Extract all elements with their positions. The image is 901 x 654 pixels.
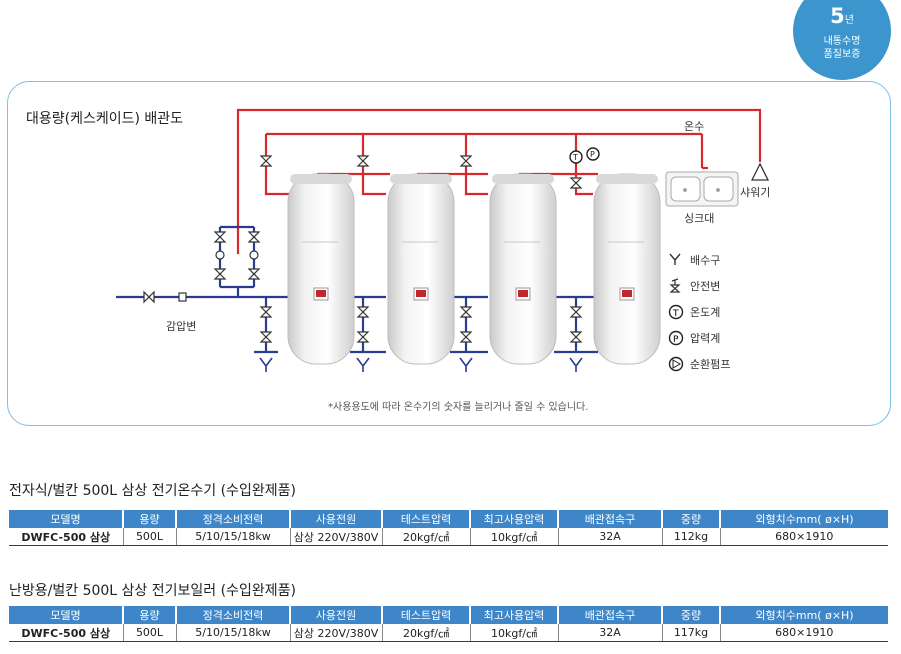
header-cell: 최고사용압력 xyxy=(470,606,559,624)
hot-valves xyxy=(259,155,583,189)
table-row: DWFC-500 삼상 500L 5/10/15/18kw 삼상 220V/38… xyxy=(9,528,888,546)
tank-4 xyxy=(593,173,661,365)
drain-outlets xyxy=(259,357,583,372)
table-cell: 20kgf/㎠ xyxy=(382,528,471,546)
piping-diagram-panel: 대용량(케스케이드) 배관도 xyxy=(7,81,891,426)
table-cell: 117kg xyxy=(662,624,721,642)
gauges xyxy=(569,147,600,178)
header-cell: 모델명 xyxy=(9,606,124,624)
hot-water-label: 온수 xyxy=(684,120,705,133)
legend-thermometer: T 온도계 xyxy=(668,304,720,320)
header-cell: 모델명 xyxy=(9,510,124,528)
badge-line2: 품질보증 xyxy=(823,49,861,60)
cold-valves xyxy=(143,231,583,343)
table-cell: 680×1910 xyxy=(720,624,888,642)
header-cell: 사용전원 xyxy=(290,510,383,528)
header-cell: 외형치수mm( ø×H) xyxy=(720,510,888,528)
sink-label: 싱크대 xyxy=(684,212,715,225)
table-cell: 32A xyxy=(558,624,663,642)
svg-text:T: T xyxy=(672,309,679,319)
header-cell: 배관접속구 xyxy=(558,606,663,624)
piping-diagram: T P xyxy=(116,108,770,372)
shower-icon xyxy=(750,162,770,181)
drain-icon xyxy=(668,252,684,268)
header-cell: 최고사용압력 xyxy=(470,510,559,528)
table-cell: DWFC-500 삼상 xyxy=(9,528,124,546)
header-cell: 사용전원 xyxy=(290,606,383,624)
table-cell: 삼상 220V/380V xyxy=(290,528,383,546)
badge-line1: 내통수명 xyxy=(823,36,861,47)
table-cell: DWFC-500 삼상 xyxy=(9,624,124,642)
header-cell: 테스트압력 xyxy=(382,606,471,624)
safety-valve-icon xyxy=(668,278,684,294)
header-cell: 정격소비전력 xyxy=(176,606,291,624)
header-cell: 중량 xyxy=(662,606,721,624)
header-cell: 배관접속구 xyxy=(558,510,663,528)
tank-2 xyxy=(387,173,455,365)
pressure-valve-label: 감압변 xyxy=(166,320,197,333)
water-heater-tanks xyxy=(287,173,661,365)
pressure-mark: P xyxy=(590,150,595,159)
badge-number: 5년 xyxy=(830,4,854,28)
spec-table-2: 모델명 용량 정격소비전력 사용전원 테스트압력 최고사용압력 배관접속구 중량… xyxy=(9,606,888,642)
table-cell: 5/10/15/18kw xyxy=(176,528,291,546)
legend-safety-valve: 안전변 xyxy=(668,278,720,294)
table1-title: 전자식/벌칸 500L 삼상 전기온수기 (수입완제품) xyxy=(9,483,296,499)
legend-drain: 배수구 xyxy=(668,252,720,268)
pressure-gauge-icon: P xyxy=(668,330,684,346)
table-cell: 500L xyxy=(123,528,177,546)
header-cell: 용량 xyxy=(123,606,177,624)
table-header-row: 모델명 용량 정격소비전력 사용전원 테스트압력 최고사용압력 배관접속구 중량… xyxy=(9,510,888,528)
tank-3 xyxy=(489,173,557,365)
header-cell: 용량 xyxy=(123,510,177,528)
spec-table-1: 모델명 용량 정격소비전력 사용전원 테스트압력 최고사용압력 배관접속구 중량… xyxy=(9,510,888,546)
table-cell: 삼상 220V/380V xyxy=(290,624,383,642)
table-cell: 20kgf/㎠ xyxy=(382,624,471,642)
circulation-pump-icon xyxy=(668,356,684,372)
table-cell: 500L xyxy=(123,624,177,642)
diagram-title: 대용량(케스케이드) 배관도 xyxy=(26,111,184,127)
header-cell: 중량 xyxy=(662,510,721,528)
header-cell: 테스트압력 xyxy=(382,510,471,528)
table-cell: 10kgf/㎠ xyxy=(470,624,559,642)
tank-1 xyxy=(287,173,355,365)
header-cell: 외형치수mm( ø×H) xyxy=(720,606,888,624)
table-header-row: 모델명 용량 정격소비전력 사용전원 테스트압력 최고사용압력 배관접속구 중량… xyxy=(9,606,888,624)
legend-pressure-gauge: P 압력계 xyxy=(668,330,720,346)
header-cell: 정격소비전력 xyxy=(176,510,291,528)
shower-label: 샤워기 xyxy=(740,186,771,199)
sink-icon xyxy=(665,171,739,207)
legend-circulation-pump: 순환펌프 xyxy=(668,356,730,372)
diagram-note: *사용용도에 따라 온수기의 숫자를 늘리거나 줄일 수 있습니다. xyxy=(328,402,589,413)
table-cell: 112kg xyxy=(662,528,721,546)
table-row: DWFC-500 삼상 500L 5/10/15/18kw 삼상 220V/38… xyxy=(9,624,888,642)
thermometer-icon: T xyxy=(668,304,684,320)
svg-text:P: P xyxy=(673,335,679,345)
table-cell: 5/10/15/18kw xyxy=(176,624,291,642)
table-cell: 680×1910 xyxy=(720,528,888,546)
table-cell: 10kgf/㎠ xyxy=(470,528,559,546)
warranty-badge: 5년 내통수명 품질보증 xyxy=(793,0,891,80)
table-cell: 32A xyxy=(558,528,663,546)
table2-title: 난방용/벌칸 500L 삼상 전기보일러 (수입완제품) xyxy=(9,583,296,599)
thermometer-mark: T xyxy=(572,153,578,162)
